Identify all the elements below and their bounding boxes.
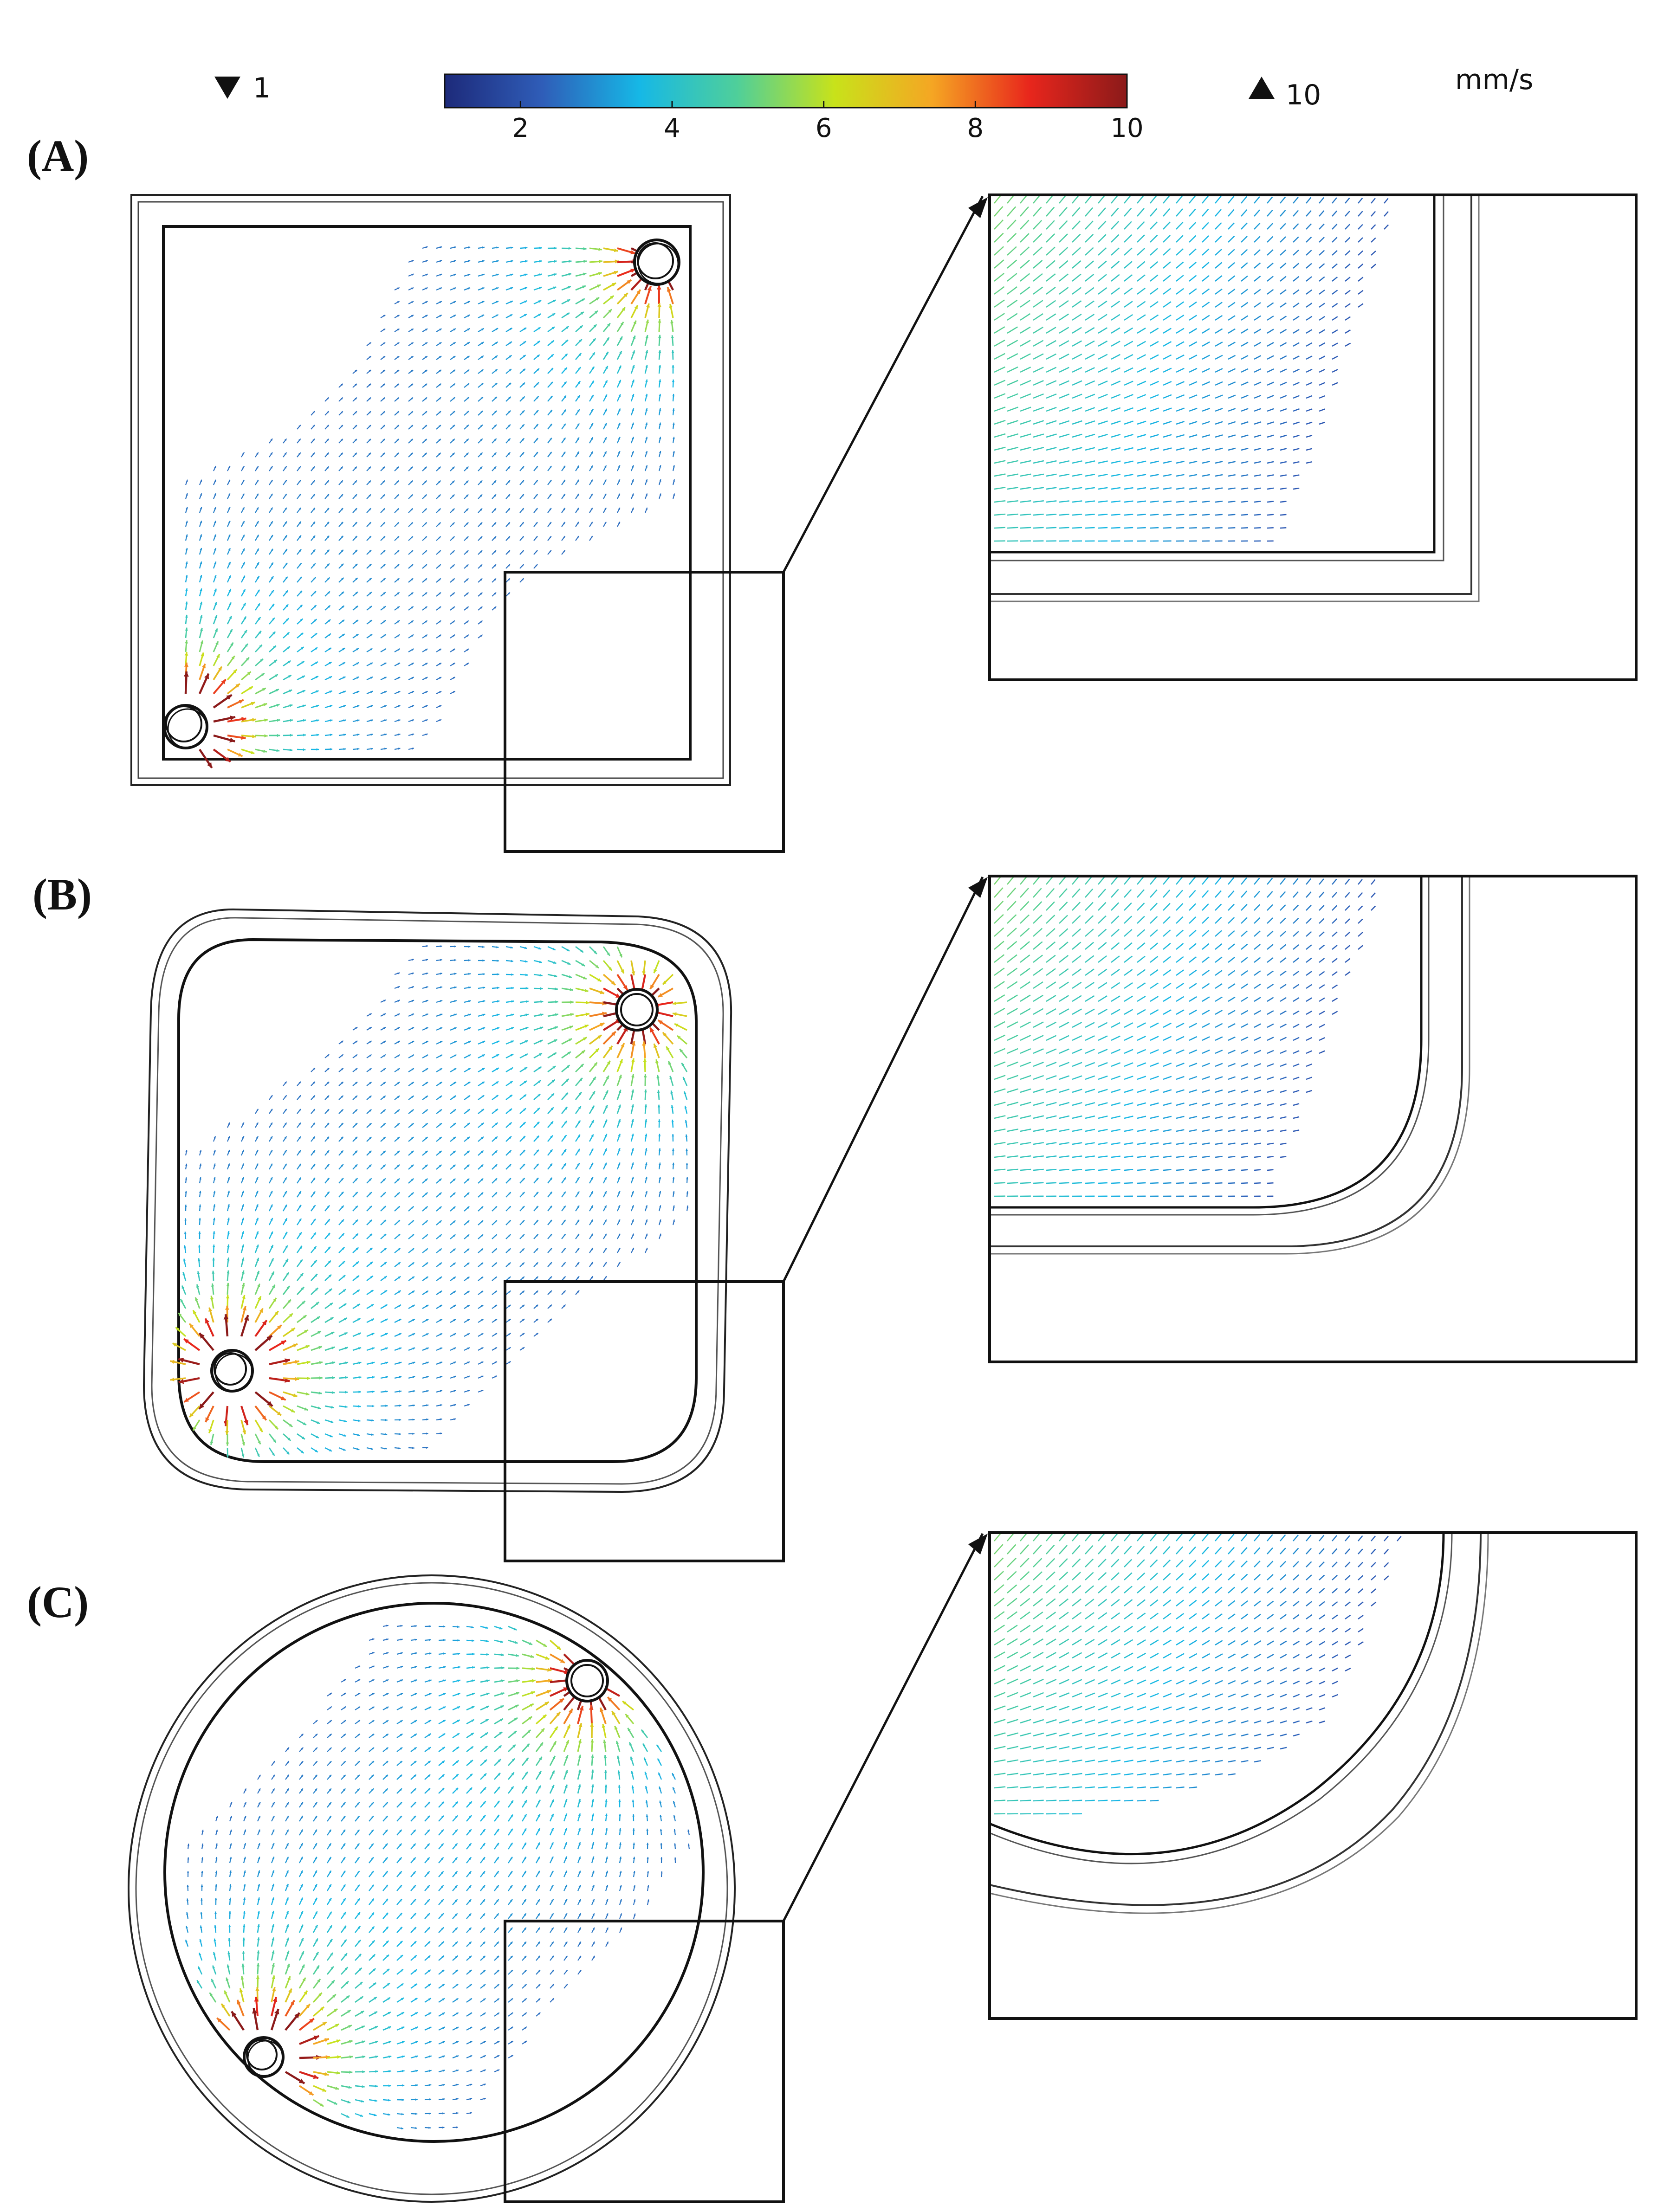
panel-c-outer-boundary-inner-line <box>135 1582 728 2195</box>
panel-c-inset <box>988 1531 1638 2020</box>
unit-label: mm/s <box>1455 64 1533 96</box>
colorbar <box>444 73 1128 109</box>
panel-b-zoom-arrow-icon <box>968 877 988 898</box>
panel-c-inlet-port <box>243 2036 285 2078</box>
min-triangle-icon <box>214 77 240 99</box>
panel-c-domain <box>163 1602 705 2143</box>
colorbar-tick-label: 6 <box>816 113 832 143</box>
panel-a-label: (A) <box>27 131 89 181</box>
colorbar-ticks: 2 4 6 8 10 <box>512 101 1144 143</box>
colorbar-tick-label: 8 <box>967 113 984 143</box>
panel-a: (A) <box>27 131 1638 853</box>
panel-b-inset <box>988 875 1638 1363</box>
panel-b-label: (B) <box>32 870 92 919</box>
panel-a-domain <box>162 225 692 761</box>
panel-a-velocity-arrows <box>183 246 675 769</box>
panel-a-outer-boundary <box>130 194 731 786</box>
panel-a-zoom-arrow-icon <box>968 197 988 218</box>
panel-b-zoom-region <box>504 1280 785 1562</box>
panel-b-outer-boundary-inner-line <box>151 917 724 1485</box>
panel-c-velocity-arrows <box>185 1625 690 2129</box>
panel-c-label: (C) <box>27 1577 89 1627</box>
panel-c-outer-boundary <box>128 1574 736 2203</box>
panel-c: (C) <box>27 1531 1638 2203</box>
panel-b-outlet-port <box>615 988 659 1032</box>
panel-a-inlet-port <box>163 704 208 749</box>
panel-b-domain <box>177 938 698 1463</box>
panel-c-zoom-arrow-icon <box>968 1534 988 1554</box>
max-marker-label: 10 <box>1286 79 1321 111</box>
panel-b-velocity-arrows <box>170 945 689 1458</box>
panel-c-outlet-port <box>565 1659 609 1703</box>
min-marker-label: 1 <box>253 72 271 104</box>
panel-a-inset <box>988 193 1638 681</box>
panel-a-zoom-region <box>504 571 785 853</box>
colorbar-tick-label: 4 <box>664 113 680 143</box>
panel-a-outlet-port <box>633 239 680 286</box>
panel-b-outer-boundary <box>142 908 732 1493</box>
colorbar-legend: 1 2 4 6 8 10 10 mm/s <box>214 64 1533 143</box>
colorbar-tick-label: 10 <box>1110 113 1143 143</box>
max-triangle-icon <box>1249 77 1275 99</box>
panel-c-zoom-region <box>504 1920 785 2203</box>
panel-b-inlet-port <box>210 1349 254 1393</box>
panel-b: (B) <box>32 870 1638 1562</box>
colorbar-tick-label: 2 <box>512 113 529 143</box>
panel-a-outer-boundary-inner-line <box>137 201 724 779</box>
